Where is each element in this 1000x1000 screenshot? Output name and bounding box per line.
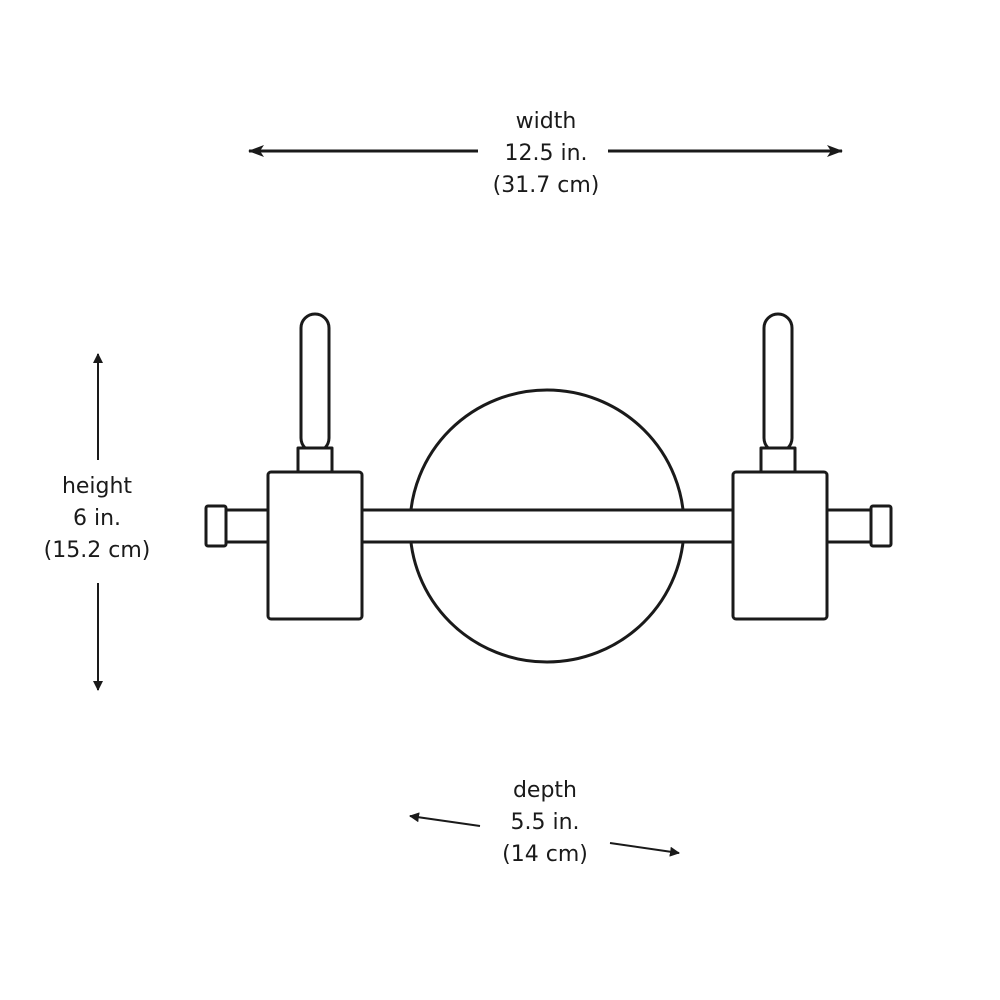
right-end-cap [869, 504, 893, 548]
width-label-imperial: 12.5 in. [504, 141, 588, 166]
right-bulb-collar [759, 446, 797, 474]
right-arm-stub [825, 508, 873, 544]
height-label-metric: (15.2 cm) [43, 538, 151, 563]
height-label-name: height [61, 474, 133, 499]
left-arm-stub [224, 508, 270, 544]
height-label-imperial: 6 in. [72, 506, 122, 531]
left-bulb-tube [299, 312, 331, 454]
width-label: width 12.5 in. (31.7 cm) [446, 106, 646, 202]
depth-dimension-arrow [409, 812, 680, 857]
depth-label: depth 5.5 in. (14 cm) [445, 775, 645, 871]
height-label: height 6 in. (15.2 cm) [22, 471, 172, 567]
width-label-name: width [515, 109, 577, 134]
depth-arrow-right [609, 842, 680, 857]
center-arm-bar [360, 508, 736, 544]
left-socket-housing [266, 470, 364, 621]
left-end-cap [204, 504, 228, 548]
right-socket-housing [731, 470, 829, 621]
depth-label-metric: (14 cm) [502, 842, 588, 867]
depth-arrow-left [409, 812, 481, 827]
depth-label-imperial: 5.5 in. [510, 810, 580, 835]
left-bulb-collar [296, 446, 334, 474]
right-bulb-tube [762, 312, 794, 454]
depth-label-name: depth [512, 778, 578, 803]
light-fixture-drawing [204, 312, 893, 664]
width-label-metric: (31.7 cm) [492, 173, 600, 198]
